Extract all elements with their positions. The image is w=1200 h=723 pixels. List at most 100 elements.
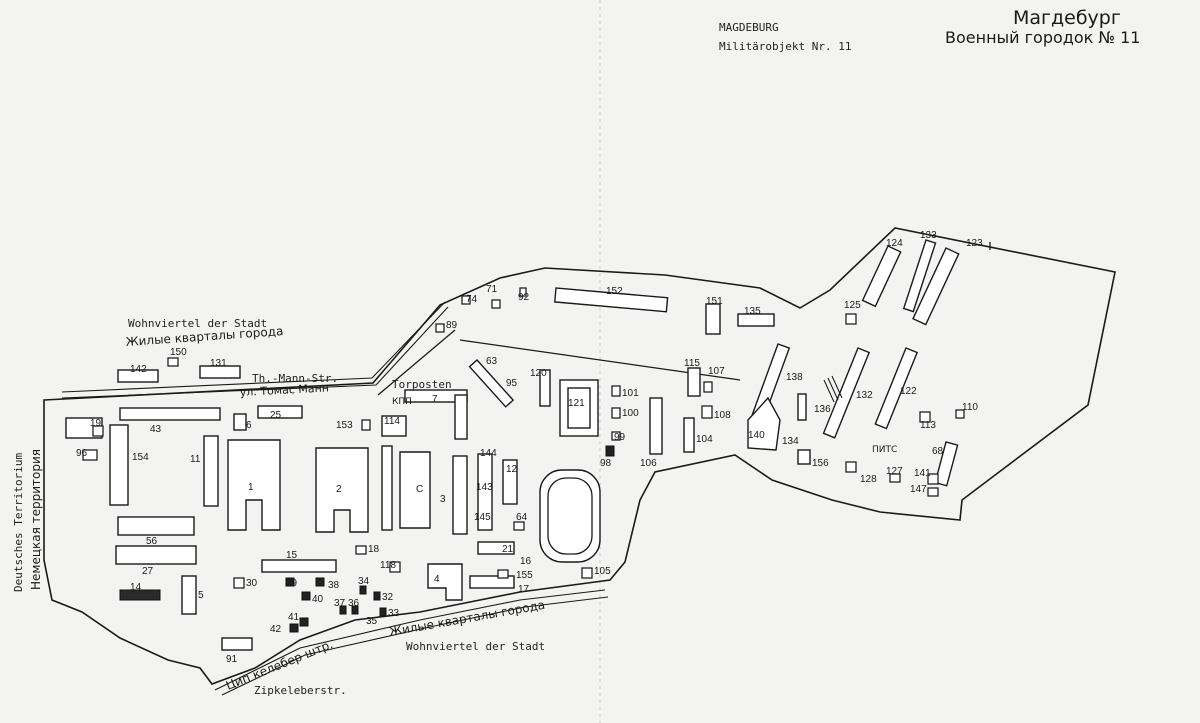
label-156: 156 [812,458,829,469]
label-68: 68 [932,446,944,457]
road-thmann [61,301,446,393]
label-135: 135 [744,306,761,317]
building-133 [902,239,937,313]
building-143 [477,453,493,531]
interior-wall [377,329,456,396]
label-zipkeleber-de: Zipkeleberstr. [254,684,347,697]
label-33: 33 [388,608,400,619]
building-42 [289,623,299,633]
building-152 [554,287,669,313]
label-147: 147 [910,484,927,495]
building-154 [109,424,129,506]
label-100: 100 [622,408,639,419]
building-113 [919,411,931,423]
label-151: 151 [706,296,723,307]
label-thmann-ru: ул. Томас Манн [239,381,329,399]
header-de-city: MAGDEBURG [719,21,779,34]
building-36 [351,605,359,615]
building-134 [797,393,807,421]
label-64: 64 [516,512,528,523]
building-120 [539,369,551,407]
road-thmann [61,306,449,399]
label-108: 108 [714,410,731,421]
building-1 [227,439,281,531]
building-114 [381,415,407,437]
building-136 [823,375,843,403]
label-4: 4 [434,574,440,585]
building-38 [315,577,325,587]
building-walkway [381,445,393,531]
label-115: 115 [684,358,700,369]
building-6 [233,413,247,431]
building-37 [339,605,347,615]
label-152: 152 [606,286,623,297]
building-41 [299,617,309,627]
sports-field [539,469,601,563]
label-134: 134 [782,436,799,447]
building-135 [737,313,775,327]
label-41: 41 [288,612,300,623]
label-40: 40 [312,594,324,605]
label-36: 36 [348,598,360,609]
building-17 [469,575,515,589]
label-1: 1 [248,482,254,493]
label-30: 30 [246,578,258,589]
label-pits: ПИТС [872,445,897,455]
building-128 [845,461,857,473]
building-92 [519,287,527,297]
building-107 [703,381,713,393]
label-35: 35 [366,616,378,627]
building-40 [301,591,311,601]
label-133: 133 [920,230,937,241]
building-141 [927,473,939,485]
building-147 [927,487,939,497]
building-32 [373,591,381,601]
building-127 [889,473,901,483]
building-91 [221,637,253,651]
building-14 [119,589,161,601]
label-123: 123 [966,238,983,249]
label-6: 6 [246,420,252,431]
building-34 [359,585,367,595]
building-115 [687,367,701,397]
label-5: 5 [198,590,204,601]
building-142 [117,369,159,383]
label-torposten: Torposten [392,378,452,391]
label-25: 25 [270,410,282,421]
label-7: 7 [432,394,438,405]
building-153 [361,419,371,431]
building-74 [461,295,471,305]
building-95 [468,359,515,408]
building-27 [115,545,197,565]
label-136: 136 [814,404,831,415]
label-14: 14 [130,582,142,593]
label-91: 91 [226,654,238,665]
label-95: 95 [506,378,518,389]
label-121: 121 [568,398,585,409]
label-128: 128 [860,474,877,485]
building-110 [955,409,965,419]
building-151 [705,303,721,335]
label-15: 15 [286,550,298,561]
building-118 [389,561,401,573]
label-territory-ru: Немецкая территория [29,449,43,590]
label-98: 98 [600,458,612,469]
building-156 [797,449,811,465]
label-127: 127 [886,466,903,477]
building-4 [427,563,463,601]
building-12 [502,459,518,505]
label-3: 3 [440,494,446,505]
label-27: 27 [142,566,154,577]
building-105 [581,567,593,579]
building-155 [497,569,509,579]
label-107: 107 [708,366,725,377]
header-de-object: Militärobjekt Nr. 11 [719,40,851,53]
label-114: 114 [384,416,400,427]
label-21: 21 [502,544,514,555]
building-125 [845,313,857,325]
building-5 [181,575,197,615]
building-19 [92,425,104,437]
building-101 [611,385,621,397]
label-150: 150 [170,347,187,358]
